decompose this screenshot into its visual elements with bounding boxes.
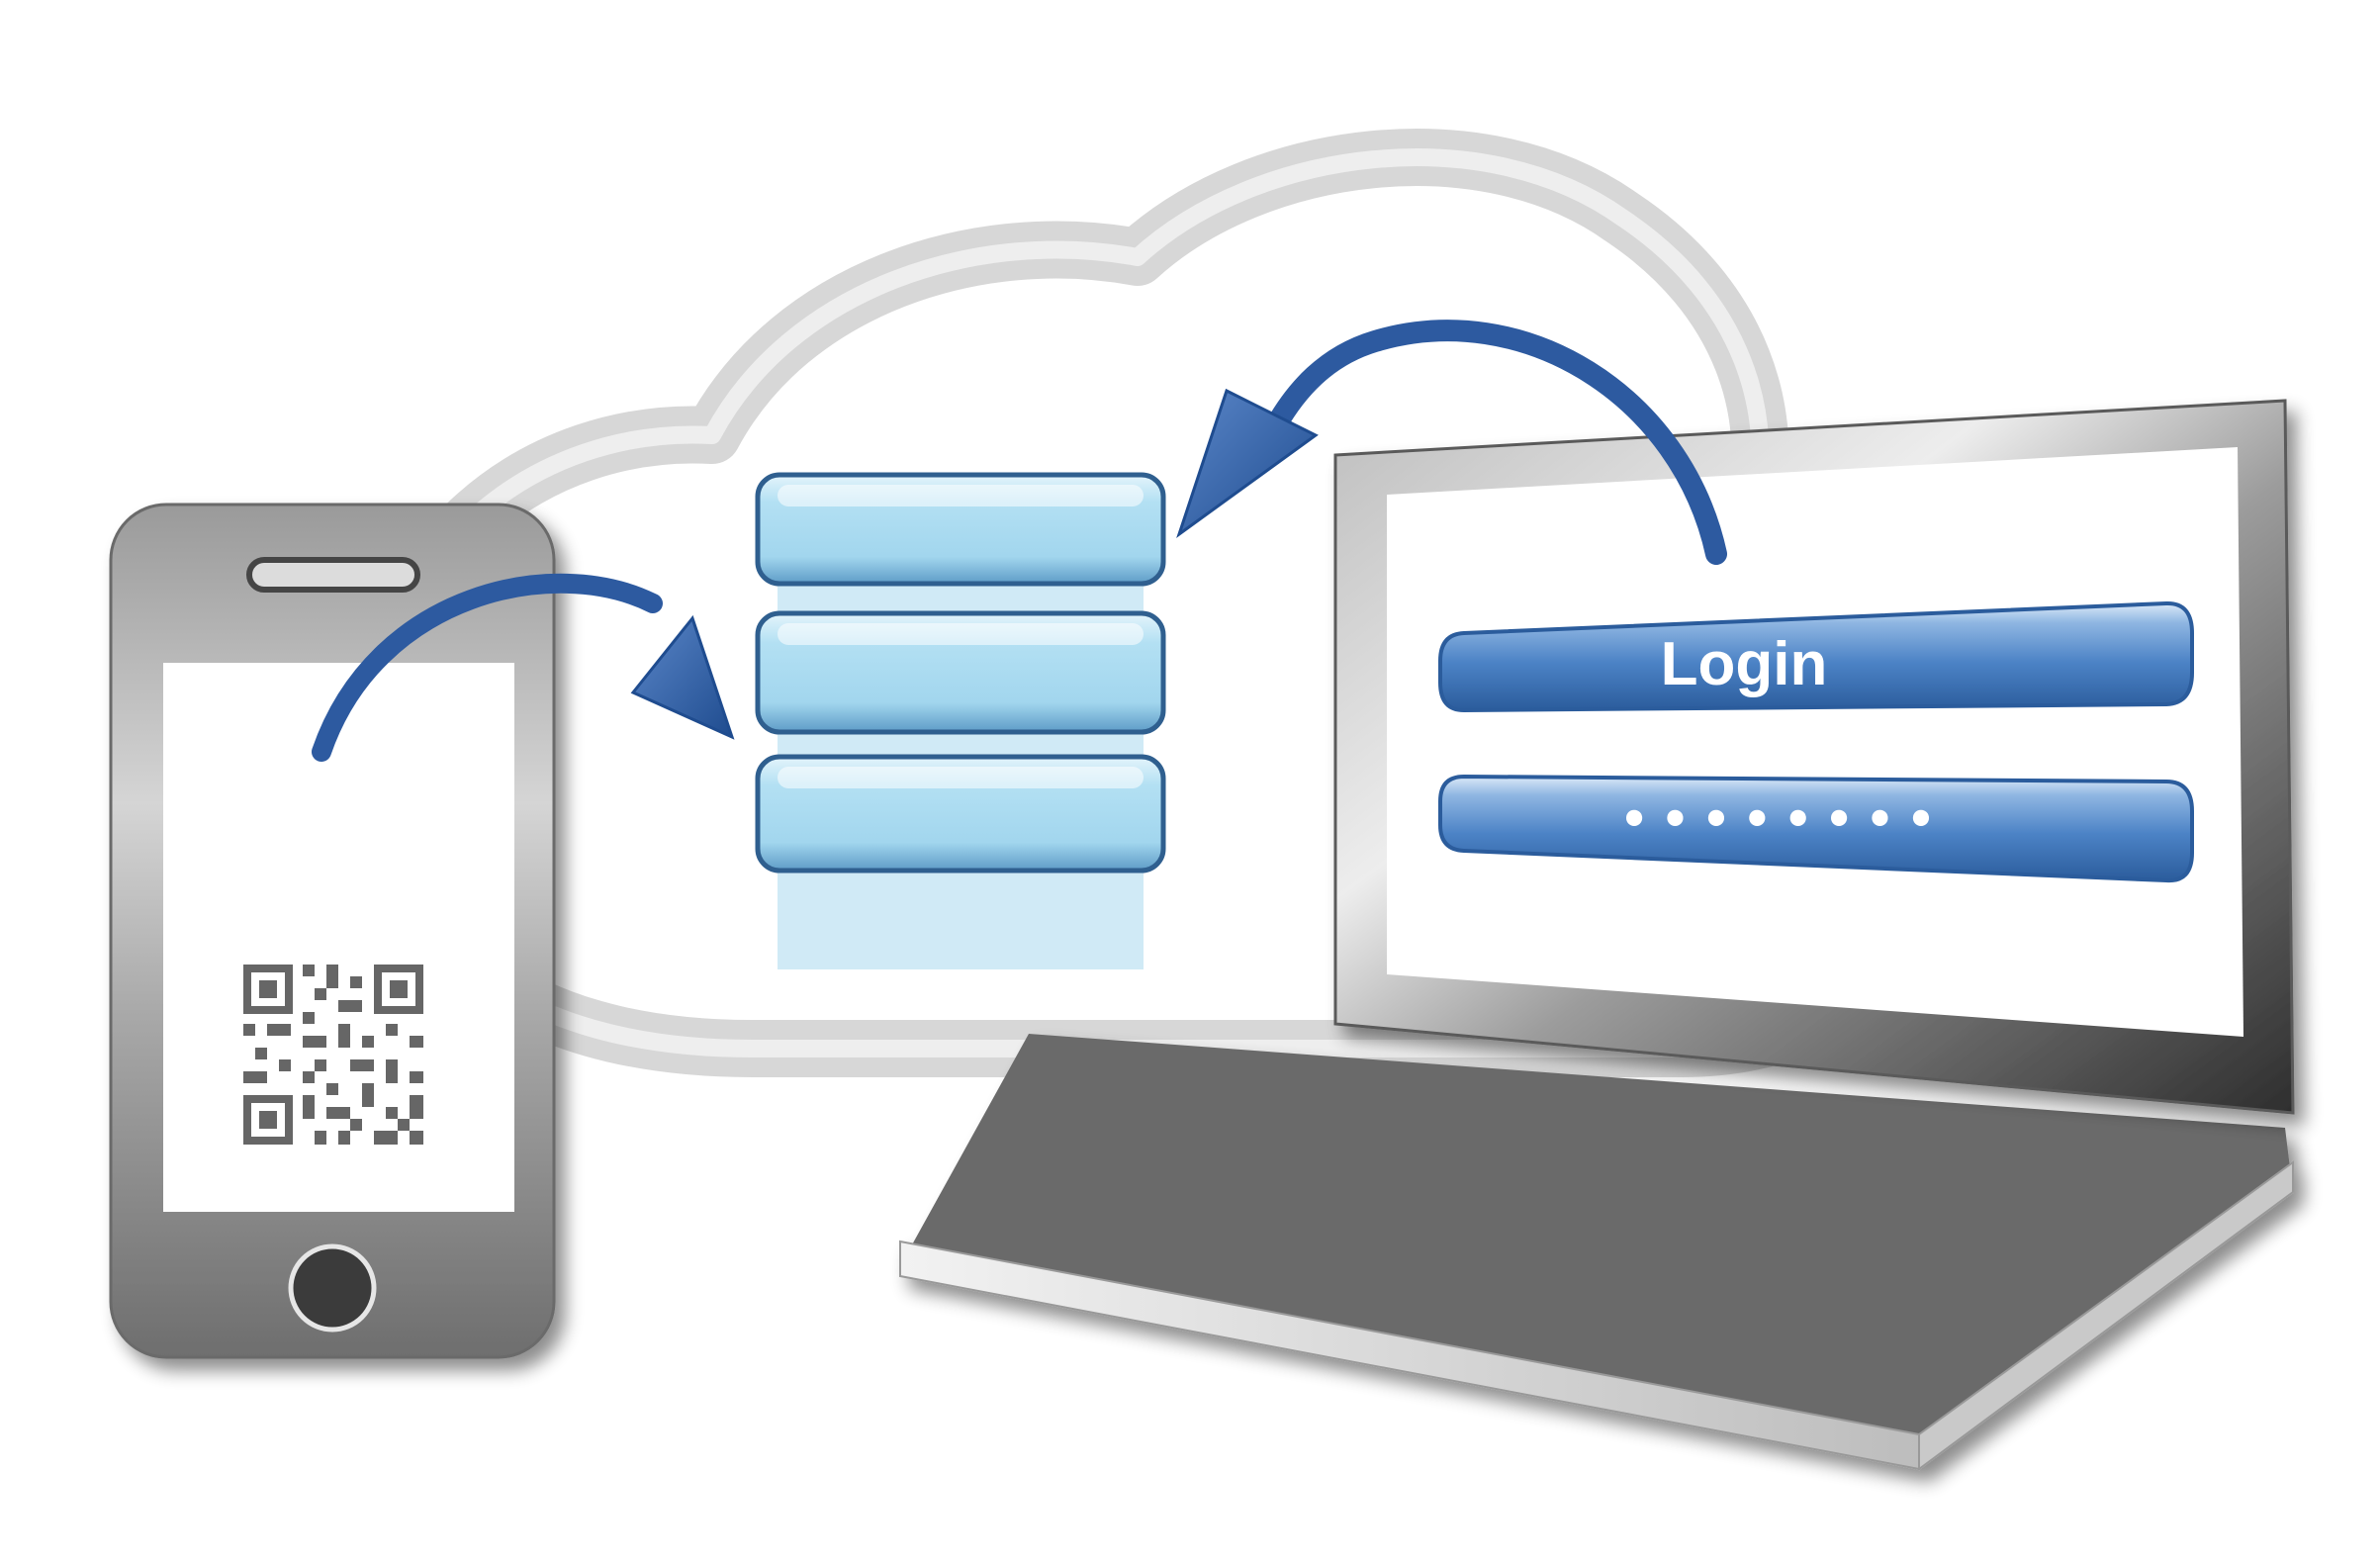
speaker-icon: [246, 557, 420, 593]
smartphone-icon: [109, 503, 556, 1359]
database-disk: [755, 472, 1166, 587]
username-field[interactable]: Login: [1438, 600, 2194, 713]
qr-code-icon: [243, 965, 423, 1145]
home-button-icon: [288, 1243, 377, 1333]
curved-arrow-icon: [312, 573, 735, 762]
password-mask: ••••••••: [1619, 792, 1947, 846]
phone-screen: [163, 663, 514, 1212]
laptop-screen: [1387, 447, 2243, 1037]
laptop-base: [899, 1034, 2294, 1471]
database-disk: [755, 610, 1166, 735]
username-label: Login: [1661, 630, 1828, 698]
database-icon: [755, 472, 1166, 969]
curved-arrow-icon: [1176, 320, 1727, 565]
database-disk: [755, 754, 1166, 873]
password-field[interactable]: ••••••••: [1438, 774, 2194, 883]
laptop-lid: [1333, 399, 2295, 1115]
laptop-icon: [899, 399, 2295, 1471]
